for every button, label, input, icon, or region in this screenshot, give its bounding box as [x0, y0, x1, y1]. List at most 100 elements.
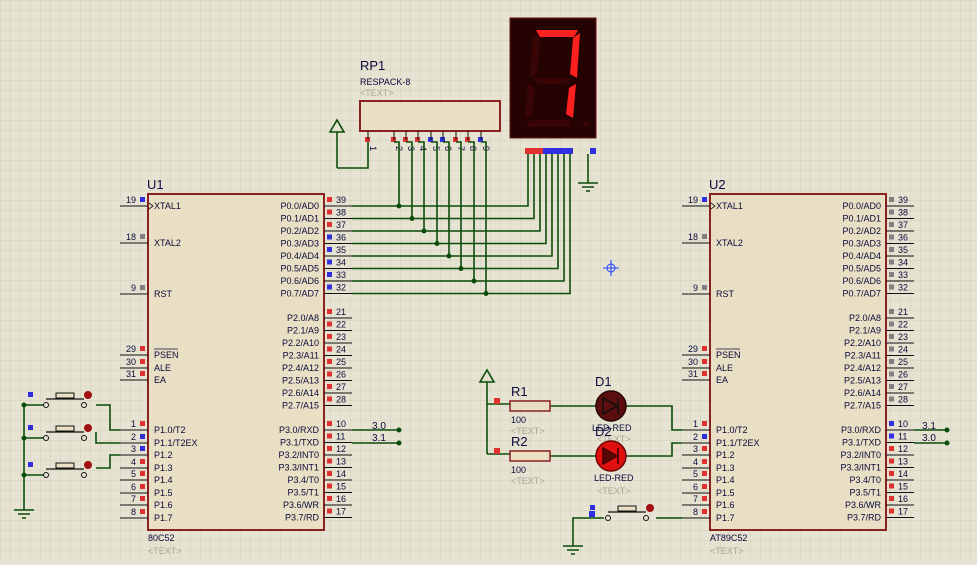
u1-ref-label: U1 [147, 177, 164, 192]
u1-pin-11-state [327, 433, 332, 439]
u2-pin-31-name: EA [716, 375, 728, 385]
u1-pin-31-name: EA [154, 375, 166, 385]
r1-resistor[interactable]: R1 100 <TEXT> [509, 384, 551, 436]
d2-led[interactable]: D2 LED-RED <TEXT> [594, 424, 634, 496]
u2-pin-8-number: 8 [693, 507, 698, 517]
u1-pin-38-number: 38 [336, 208, 346, 218]
u1-pin-6-state [140, 484, 145, 489]
wire-rp1-pull-6 [468, 141, 475, 281]
u1-pin-37-state [327, 222, 332, 227]
wire-junctions [21, 203, 950, 478]
u2-body[interactable] [709, 193, 887, 531]
u2-net-label-p30: 3.1 [922, 421, 936, 432]
wire-button-ground [572, 517, 604, 546]
u2-pin-31-number: 31 [688, 369, 698, 379]
u1-pin-16-number: 16 [336, 494, 346, 504]
u1-pin-25-state [327, 359, 332, 364]
u2-pin-17-state [889, 508, 894, 514]
u2-pin-21-state [889, 309, 894, 314]
u1-pin-19-name: XTAL1 [154, 201, 181, 211]
rp1-ref-label: RP1 [360, 58, 385, 73]
push-buttons[interactable] [28, 391, 654, 521]
u2-pin-26-state [889, 371, 894, 377]
u1-pin-1-state [140, 421, 145, 426]
u1-pin-32-state [327, 284, 332, 290]
display-common-pin [590, 148, 596, 154]
u1-pin-24-state [327, 346, 332, 352]
u1-pin-15-name: P3.5/T1 [287, 488, 319, 498]
u2-pin-19-name: XTAL1 [716, 201, 743, 211]
u2-pin-31-state [702, 371, 707, 376]
d1-led[interactable]: D1 LED-RED <TEXT> [592, 374, 632, 444]
wire-rp1-pull-2 [418, 141, 425, 231]
u1-pin-14-number: 14 [336, 469, 346, 479]
rp1-body[interactable] [359, 100, 501, 132]
display-pin-1 [525, 148, 531, 154]
u1-pin-11-number: 11 [336, 432, 345, 442]
r1-body[interactable] [509, 400, 551, 412]
u2-pin-2-name: P1.1/T2EX [716, 438, 760, 448]
display-segments [525, 30, 589, 127]
r1-ref-label: R1 [511, 384, 528, 399]
u2-pin-30-state [702, 359, 707, 364]
u2-pin-10-state [889, 421, 894, 426]
u1-pin-23-state [327, 334, 332, 339]
display-pin-4 [543, 148, 549, 154]
u1-pin-28-state [327, 396, 332, 402]
u2-pin-16-number: 16 [898, 494, 908, 504]
push-button-u2[interactable] [590, 504, 654, 521]
u2-text-placeholder: <TEXT> [710, 546, 744, 556]
r2-resistor[interactable]: R2 100 <TEXT> [509, 434, 551, 486]
d1-ref-label: D1 [595, 374, 612, 389]
u1-pin-35-state [327, 247, 332, 252]
u1-microcontroller[interactable]: U1 19XTAL118XTAL29RST29PSEN30ALE31EA1P1.… [120, 177, 352, 556]
u1-pin-22-number: 22 [336, 320, 346, 330]
u1-pin-8-state [140, 509, 145, 514]
u2-pin-14-number: 14 [898, 469, 908, 479]
button-state [28, 425, 33, 430]
push-button-3[interactable] [28, 461, 92, 478]
u2-pin-18-state [702, 234, 707, 239]
u2-pin-24-state [889, 346, 894, 352]
push-button-1[interactable] [28, 391, 92, 408]
r2-body[interactable] [509, 450, 551, 462]
u1-pin-17-number: 17 [336, 507, 346, 517]
diode-symbol-icon [602, 396, 619, 416]
push-button-2[interactable] [28, 424, 92, 441]
switch-cap [617, 505, 637, 512]
u1-body[interactable] [147, 193, 325, 531]
u1-text-placeholder: <TEXT> [148, 546, 182, 556]
u2-pin-15-name: P3.5/T1 [849, 488, 881, 498]
u1-pin-9-name: RST [154, 289, 173, 299]
wire-rp1-pull-3 [431, 141, 438, 244]
u1-pin-8-name: P1.7 [154, 513, 173, 523]
u2-pin-2-number: 2 [693, 432, 698, 442]
rp1-pin-6-number: 6 [443, 146, 453, 151]
u2-pin-7-number: 7 [693, 494, 698, 504]
u2-pin-34-state [889, 259, 894, 265]
u1-pin-3-state [140, 446, 145, 451]
diode-symbol-icon [602, 446, 619, 466]
u1-part-label: 80C52 [148, 533, 175, 543]
u2-pin-39-number: 39 [898, 195, 908, 205]
u2-pin-3-state [702, 446, 707, 451]
u2-pin-27-number: 27 [898, 382, 908, 392]
u2-pin-30-number: 30 [688, 357, 698, 367]
u1-pin-3-number: 3 [131, 444, 136, 454]
u1-pin-37-name: P0.2/AD2 [280, 226, 319, 236]
u2-microcontroller[interactable]: U2 19XTAL118XTAL29RST29PSEN30ALE31EA1P1.… [682, 177, 914, 556]
u1-net-label-p30: 3.0 [372, 421, 386, 432]
u2-pin-28-number: 28 [898, 395, 908, 405]
wire-d1-u2 [626, 405, 682, 431]
u2-pin-5-number: 5 [693, 469, 698, 479]
seven-segment-display[interactable] [509, 17, 597, 154]
u2-pin-39-name: P0.0/AD0 [842, 201, 881, 211]
u2-pin-28-name: P2.7/A15 [844, 401, 881, 411]
u1-pin-2-number: 2 [131, 432, 136, 442]
u2-pin-35-name: P0.4/AD4 [842, 251, 881, 261]
u1-pin-27-name: P2.6/A14 [282, 388, 319, 398]
u1-pin-17-state [327, 508, 332, 514]
